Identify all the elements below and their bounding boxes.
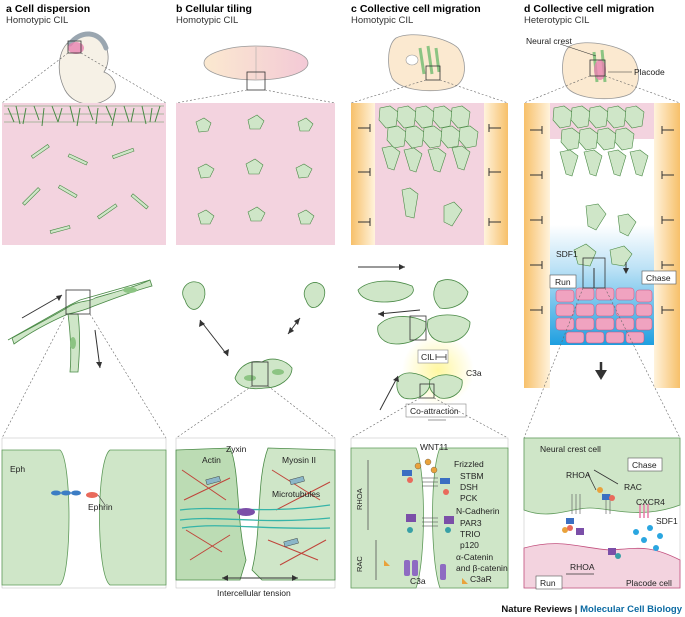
wnt11-label: WNT11: [420, 442, 448, 452]
stbm-label: STBM: [460, 471, 484, 481]
panel-d-zoom-lines-1: [523, 75, 681, 104]
panel-a-embryo: [58, 31, 116, 105]
cxcr4-label: CXCR4: [636, 497, 665, 507]
neural-crest-label: Neural crest: [526, 36, 572, 46]
sdf1-bottom-label: SDF1: [656, 516, 678, 526]
cil-label: CIL: [421, 352, 435, 362]
rac-d-label: RAC: [624, 482, 642, 492]
panel-c-embryo: [388, 34, 465, 91]
pck-label: PCK: [460, 493, 478, 503]
panel-c-tissue: [351, 103, 508, 245]
panel-b-embryo: [203, 45, 309, 91]
p120-label: p120: [460, 540, 479, 550]
myosin-label: Myosin II: [282, 455, 316, 465]
panel-a-pink-tissue: [2, 103, 166, 245]
catenin-alpha-label: α-Catenin: [456, 552, 493, 562]
panel-b-zoom-lines-2: [175, 385, 336, 439]
svg-text:Homotypic CIL: Homotypic CIL: [351, 15, 413, 26]
zyxin-label: Zyxin: [226, 444, 247, 454]
catenin-beta-label: and β-catenin: [456, 563, 508, 573]
actin-label: Actin: [202, 455, 221, 465]
panel-d-embryo: [559, 42, 639, 99]
co-attraction-label: Co-attraction: [410, 406, 459, 416]
rhoa-vertical-label: RHOA: [355, 488, 364, 510]
ncadherin-label: N-Cadherin: [456, 506, 500, 516]
dsh-label: DSH: [460, 482, 478, 492]
sdf1-top-label: SDF1: [556, 249, 578, 259]
microtubules-label: Microtubules: [272, 489, 320, 499]
neural-crest-cell-label: Neural crest cell: [540, 444, 601, 454]
panel-a-zoom-lines-1: [1, 52, 167, 104]
c3ar-label: C3aR: [470, 574, 492, 584]
frizzled-label: Frizzled: [454, 459, 484, 469]
placode-cell-label: Placode cell: [626, 578, 672, 588]
chase-top-label: Chase: [646, 273, 671, 283]
run-top-label: Run: [555, 277, 571, 287]
panel-d-zoom-lines-2: [523, 287, 681, 439]
placode-label: Placode: [634, 67, 665, 77]
trio-label: TRIO: [460, 529, 481, 539]
chase-d-label: Chase: [632, 460, 657, 470]
tension-label: Intercellular tension: [217, 588, 291, 598]
panel-d-tissue: [524, 103, 680, 388]
panel-b-zoom-lines-1: [175, 89, 336, 104]
panel-d-signaling-zoom: [523, 437, 681, 590]
panel-b-cytoskeleton-zoom: [175, 437, 336, 589]
svg-text:Homotypic CIL: Homotypic CIL: [6, 15, 68, 26]
panel-c-zoom-lines-2: [350, 397, 509, 439]
c3a-top-label: C3a: [466, 368, 482, 378]
panel-b-cil-cells: [182, 281, 326, 390]
rhoa-d-label: RHOA: [566, 470, 591, 480]
rac-vertical-label: RAC: [355, 556, 364, 572]
panel-c-cil-cells: [357, 264, 474, 421]
rhoa-run-label: RHOA: [570, 562, 595, 572]
panel-a-migrating-cells: [7, 279, 153, 373]
par3-label: PAR3: [460, 518, 482, 528]
c3a-bottom-label: C3a: [410, 576, 426, 586]
svg-text:Homotypic CIL: Homotypic CIL: [176, 15, 238, 26]
eph-label: Eph: [10, 464, 25, 474]
panel-b-tiled-cells: [176, 103, 335, 245]
svg-text:Heterotypic CIL: Heterotypic CIL: [524, 15, 589, 26]
panel-a-contact-zoom: [1, 437, 167, 589]
ephrin-label: Ephrin: [88, 502, 113, 512]
panel-a-zoom-lines-2: [1, 313, 167, 439]
panel-c-signaling-zoom: [350, 437, 509, 589]
run-bottom-label: Run: [540, 578, 556, 588]
footer-credit: Nature Reviews | Molecular Cell Biology: [501, 604, 682, 615]
panel-c-zoom-lines-1: [350, 79, 509, 104]
